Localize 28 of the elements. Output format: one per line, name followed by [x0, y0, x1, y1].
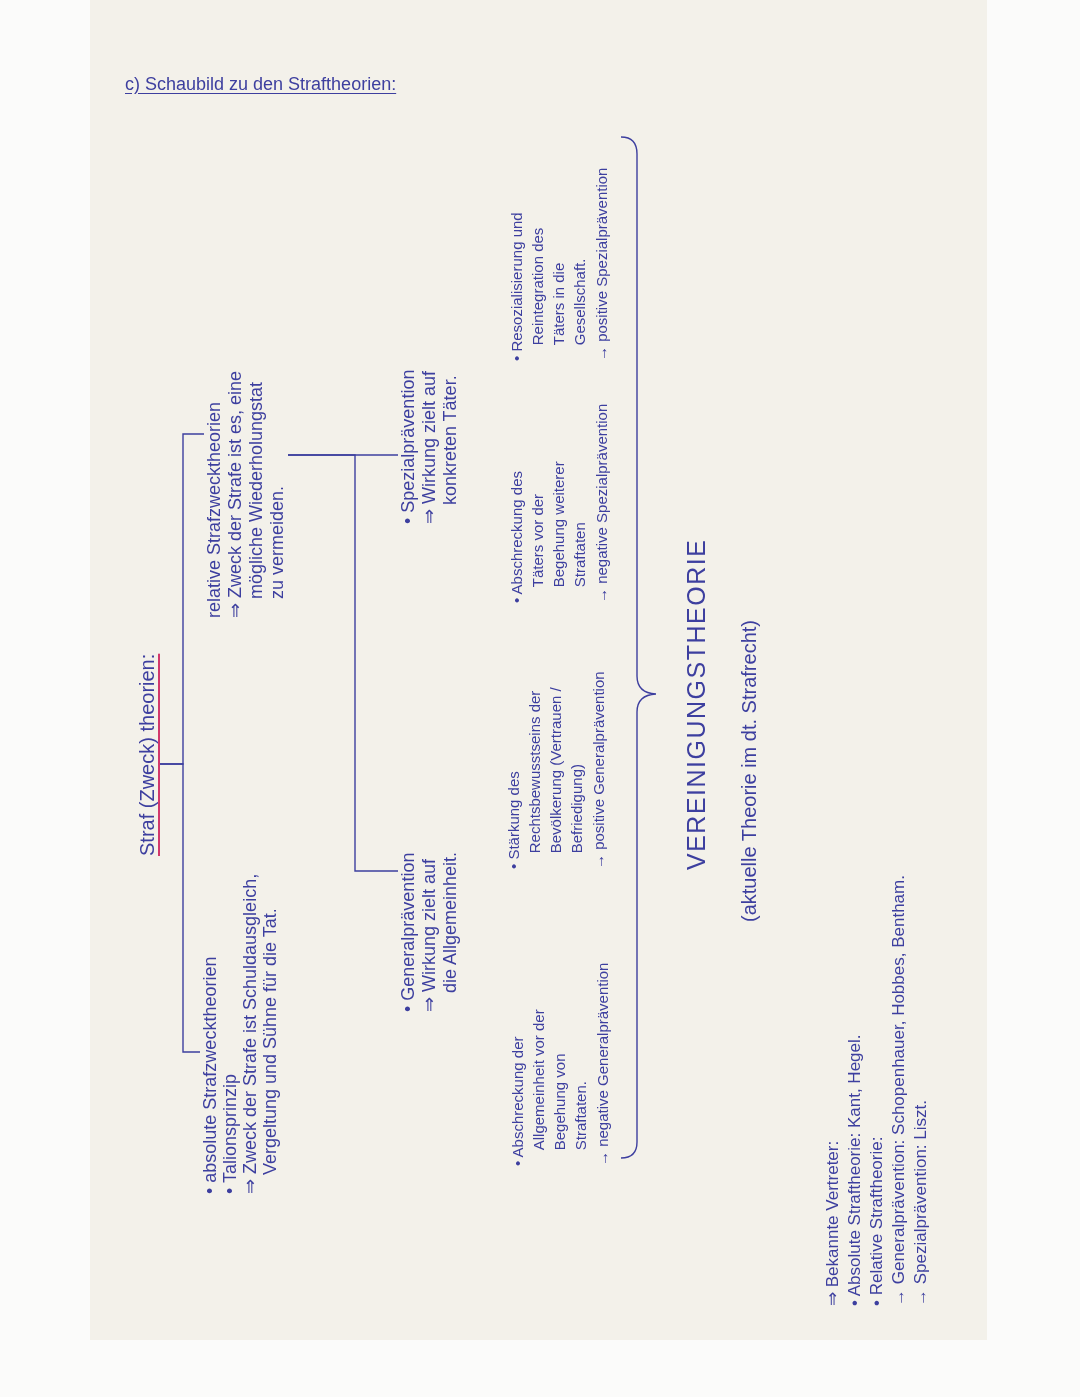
list-heading: ⇒ Bekannte Vertreter: — [822, 1140, 843, 1306]
note-text: • Talionsprinzip — [220, 1072, 240, 1194]
note-text: • Generalprävention — [398, 851, 419, 1012]
list-item-text: • Absolute Straftheorie: Kant, Hegel. — [844, 1034, 865, 1306]
note-text: • Spezialprävention — [398, 368, 419, 524]
note-text: ⇒ Zweck der Strafe ist Schuldausgleich, Vergeltung und Sühne für die Tat. — [240, 872, 280, 1194]
conclusion-text: → positive Spezialprävention — [592, 167, 611, 361]
connector-line — [287, 454, 399, 456]
note-text: (aktuelle Theorie im dt. Strafrecht) — [737, 620, 761, 922]
note-text: relative Strafzwecktheorien — [204, 400, 225, 618]
bullet-point-text: • Abschreckung des Täters vor der Begehung weiterer Straftaten — [507, 460, 589, 603]
heading-text: Straf (Zweck) theorien: — [135, 653, 159, 856]
bullet-point-text: • Resozialisierung und Reintegration des Täters in die Gesellschaft. — [507, 211, 589, 361]
note-text: ⇒ Wirkung zielt auf konkreten Täter. — [419, 369, 461, 524]
note-text: ⇒ Zweck der Strafe ist es, eine mögliche Wiederholungstat zu vermeiden. — [225, 369, 288, 618]
list-item-text: → Spezialprävention: Liszt. — [910, 1100, 931, 1306]
list-item-text: → Generalprävention: Schopenhauer, Hobbes, Bentham. — [888, 875, 909, 1306]
conclusion-text: → negative Generalprävention — [593, 962, 612, 1166]
conclusion-text: → negative Spezialprävention — [592, 403, 611, 603]
bullet-point-text: • Stärkung des Rechtsbewusstseins der Bevölkerung (Vertrauen / Befriedigung) — [504, 686, 586, 869]
connector-line — [159, 433, 205, 765]
list-item-text: • Relative Straftheorie: — [866, 1136, 887, 1306]
bullet-point-text: • Abschreckung der Allgemeinheit vor der Begehung von Straftaten. — [508, 1008, 590, 1166]
note-text: ⇒ Wirkung zielt auf die Allgemeinheit. — [419, 851, 461, 1012]
conclusion-text: → positive Generalprävention — [589, 671, 608, 869]
page-heading: c) Schaubild zu den Straftheorien: — [125, 73, 397, 96]
note-text: • absolute Strafzwecktheorien — [200, 955, 220, 1194]
theory-heading: VEREINIGUNGSTHEORIE — [681, 538, 711, 870]
